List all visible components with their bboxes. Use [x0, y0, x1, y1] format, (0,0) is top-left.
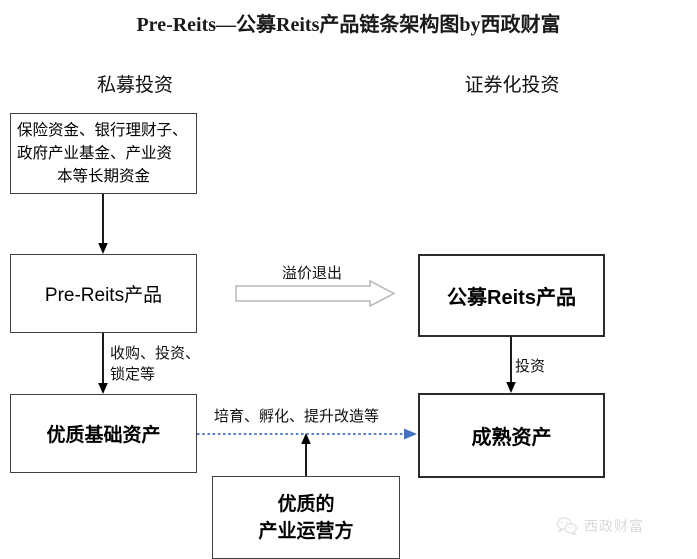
- edge-label-acquire-invest-lock: 收购、投资、 锁定等: [110, 344, 200, 386]
- node-quality-label: 优质基础资产: [46, 425, 161, 446]
- edge-label-invest: 投资: [515, 359, 546, 375]
- watermark-text: 西政财富: [584, 518, 644, 534]
- wechat-bubble-icon: [556, 516, 578, 536]
- node-operator-line-1: 优质的: [277, 493, 335, 515]
- edge-label-cultivate-incubate-upgrade: 培育、孵化、提升改造等: [214, 409, 380, 425]
- edge-label-premium-exit: 溢价退出: [282, 266, 343, 282]
- edge-label-acquire-line-1: 收购、投资、: [110, 346, 201, 362]
- node-long-term-capital[interactable]: 保险资金、银行理财子、 政府产业基金、产业资 本等长期资金: [10, 113, 197, 194]
- page-title: Pre-Reits—公募Reits产品链条架构图by西政财富: [136, 14, 561, 36]
- node-mature-label: 成熟资产: [471, 427, 552, 449]
- column-header-securitization-investment: 证券化投资: [464, 75, 560, 96]
- connector-capital-to-prereits: [98, 194, 108, 254]
- edge-label-acquire-line-2: 锁定等: [110, 367, 156, 383]
- node-prereits-label: Pre-Reits产品: [44, 285, 163, 306]
- node-capital-line-3: 本等长期资金: [56, 168, 150, 185]
- node-publicreits-label: 公募Reits产品: [447, 287, 576, 309]
- node-capital-line-1: 保险资金、银行理财子、: [17, 122, 188, 139]
- connector-operator-to-cultivate-path: [301, 433, 311, 476]
- connector-prereits-to-quality-assets: [98, 333, 108, 394]
- node-pre-reits-product[interactable]: Pre-Reits产品: [10, 254, 197, 333]
- block-arrow-premium-exit: [235, 279, 396, 308]
- connector-quality-to-mature-dotted: [197, 428, 417, 440]
- column-header-private-investment: 私募投资: [96, 75, 173, 96]
- node-public-reits-product[interactable]: 公募Reits产品: [418, 254, 605, 337]
- node-industrial-operator[interactable]: 优质的 产业运营方: [212, 476, 400, 559]
- node-mature-assets[interactable]: 成熟资产: [418, 393, 605, 478]
- watermark: 西政财富: [556, 516, 644, 536]
- node-quality-underlying-assets[interactable]: 优质基础资产: [10, 394, 197, 473]
- node-operator-line-2: 产业运营方: [258, 520, 354, 542]
- node-capital-line-2: 政府产业基金、产业资: [17, 145, 173, 162]
